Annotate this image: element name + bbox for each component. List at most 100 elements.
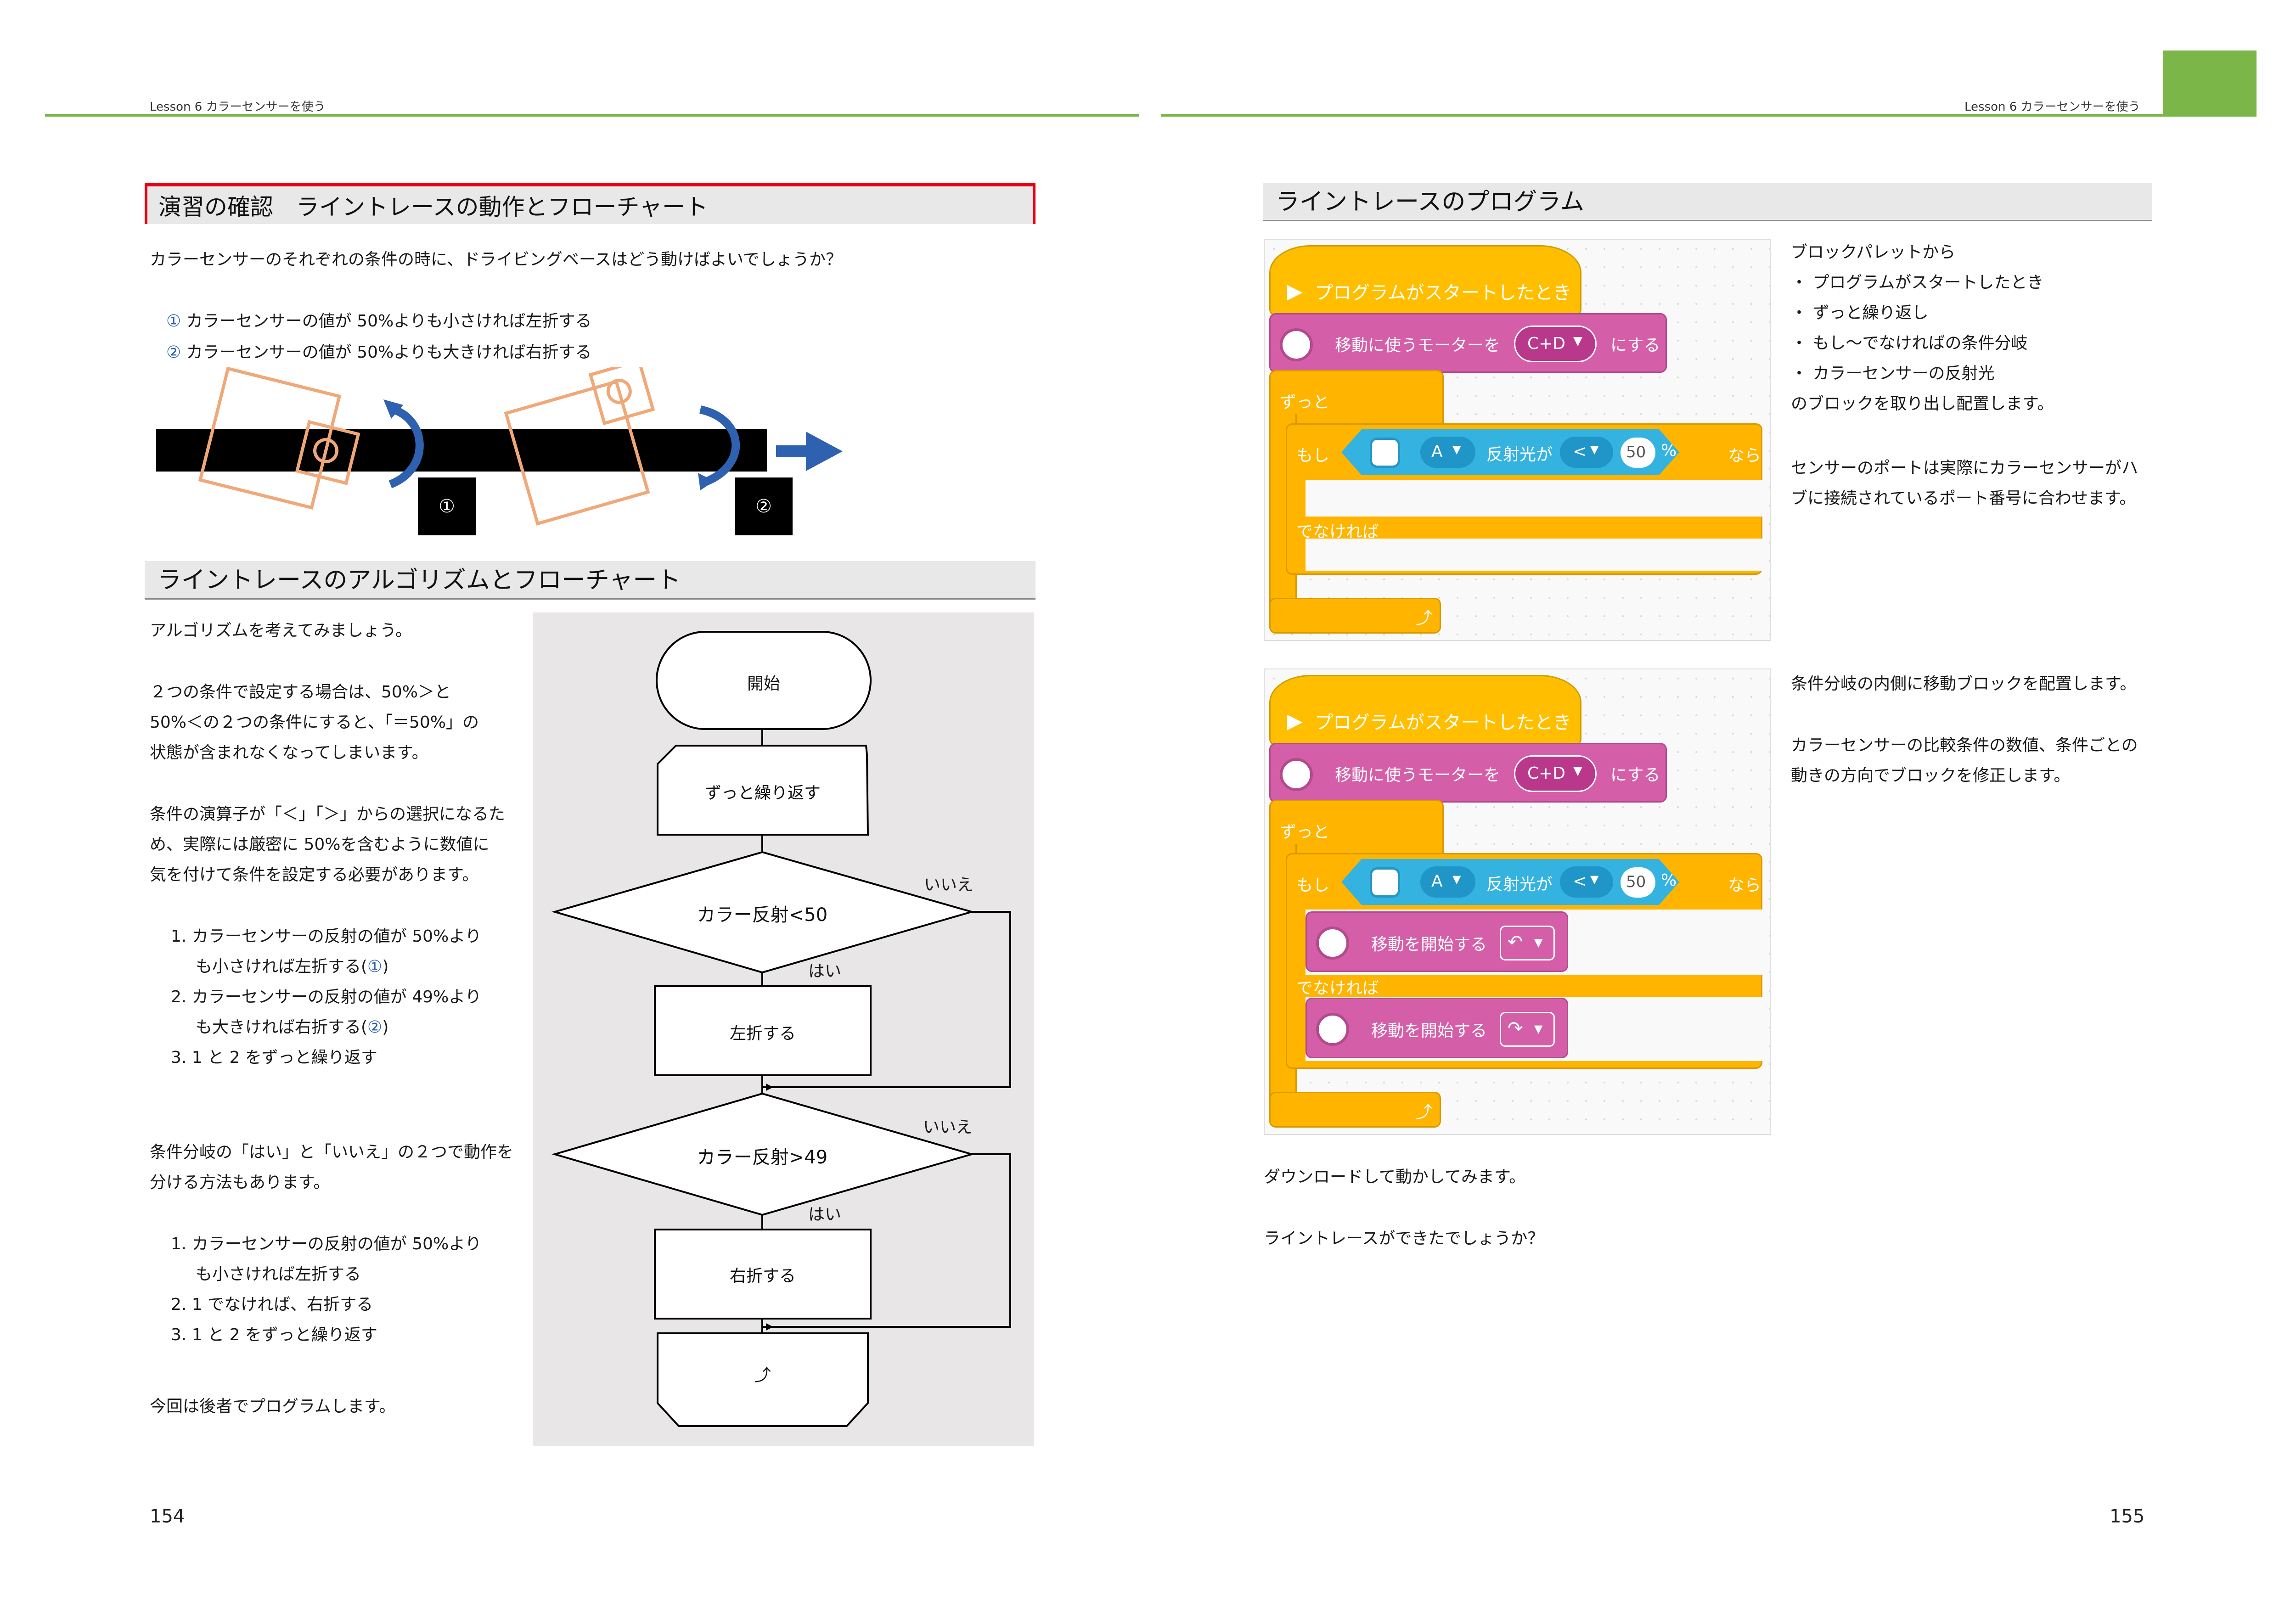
header-left: Lesson 6 カラーセンサーを使う (0, 0, 1148, 119)
when-program-starts-block[interactable]: ▶ プログラムがスタートしたとき (1269, 245, 1581, 316)
when-program-starts-label-2: プログラムがスタートしたとき (1315, 712, 1571, 733)
reflect-label: 反射光が (1486, 445, 1553, 464)
list1-item1b-pre: も小さければ左折する( (196, 957, 368, 976)
algo-p2-l2: 50%＜の２つの条件にすると、「＝50%」の (150, 713, 479, 732)
forever-label: ずっと (1280, 393, 1330, 412)
turn-right-direction-dropdown[interactable]: ↷ ▼ (1500, 1012, 1555, 1047)
fc-end-shape (657, 1332, 869, 1427)
forever-bottom: ⤴ (1269, 598, 1441, 634)
left-turn-arrow-icon (388, 404, 424, 489)
lesson-header-left: Lesson 6 カラーセンサーを使う (150, 100, 326, 114)
start-move-right-block[interactable]: 移動を開始する ↷ ▼ (1306, 998, 1568, 1058)
color-sensor-icon (1370, 867, 1400, 898)
chevron-down-icon: ▼ (1573, 334, 1582, 348)
fc-start-shape (656, 631, 872, 730)
list2-item1b: も小さければ左折する (196, 1265, 361, 1284)
start-move-right-label: 移動を開始する (1371, 1022, 1487, 1040)
start-move-left-block[interactable]: 移動を開始する ↶ ▼ (1306, 911, 1568, 972)
list1-item2a: 2. カラーセンサーの反射の値が 49%より (171, 988, 482, 1006)
fc-right-turn: 右折する (729, 1267, 796, 1286)
turn-left-direction-dropdown[interactable]: ↶ ▼ (1500, 926, 1555, 960)
algo-p4-l2: 分ける方法もあります。 (150, 1173, 330, 1192)
motor-icon (1316, 1013, 1349, 1046)
forever-label-2: ずっと (1280, 823, 1330, 842)
list1-item2b-post: ) (382, 1018, 389, 1037)
motor-port-dropdown-2[interactable]: C+D ▼ (1514, 755, 1597, 792)
motor-icon (1280, 328, 1313, 361)
program-board-2: ▶ プログラムがスタートしたとき 移動に使うモーターを C+D ▼ にする ずっ… (1264, 668, 1771, 1135)
robot-2 (504, 367, 655, 526)
diagram-label-1: ① (439, 496, 455, 517)
play-icon: ▶ (1287, 280, 1303, 303)
threshold-value-2: 50 (1626, 873, 1646, 891)
algo-p2-l3: 状態が含まれなくなってしまいます。 (150, 743, 428, 762)
operator-dropdown[interactable]: < ▼ (1560, 437, 1613, 468)
forever-block[interactable]: ずっと (1269, 370, 1444, 424)
list1-item3: 3. 1 と 2 をずっと繰り返す (171, 1048, 377, 1067)
list2-item3: 3. 1 と 2 をずっと繰り返す (171, 1325, 377, 1344)
else-label: でなければ (1296, 522, 1379, 541)
desc6: ライントレースができたでしょうか？ (1264, 1229, 1544, 1248)
fc-left-turn-shape (654, 985, 872, 1076)
forward-arrow-icon (776, 432, 843, 471)
right-turn-arrow-icon (699, 405, 740, 485)
exercise-title: 演習の確認 ライントレースの動作とフローチャート (158, 194, 708, 220)
program-section-title: ライントレースのプログラム (1263, 183, 2152, 221)
if-else-block[interactable]: もし A ▼ 反射光が < ▼ 50 % なら でなければ (1286, 423, 1763, 575)
fc-decision-1: カラー反射<50 (697, 904, 828, 926)
desc3: 条件分岐の内側に移動ブロックを配置します。 (1791, 674, 2137, 693)
exercise-title-box: 演習の確認 ライントレースの動作とフローチャート (145, 183, 1035, 224)
motor-pre-label-2: 移動に使うモーターを (1335, 766, 1501, 785)
algo-p5: 今回は後者でプログラムします。 (150, 1397, 396, 1416)
list1-item1b-mark: ① (367, 957, 383, 976)
sensor-port-dropdown-2[interactable]: A ▼ (1420, 866, 1475, 898)
percent-label: % (1661, 441, 1677, 460)
question-text: カラーセンサーのそれぞれの条件の時に、ドライビングベースはどう動けばよいでしょう… (150, 250, 843, 269)
chevron-down-icon: ▼ (1573, 764, 1582, 778)
line-trace-diagram (156, 367, 843, 535)
start-move-left-label: 移動を開始する (1371, 935, 1487, 954)
robot-1 (198, 367, 360, 510)
lesson-header-right: Lesson 6 カラーセンサーを使う (1964, 100, 2140, 114)
desc1-l2: ・ プログラムがスタートしたとき (1791, 273, 2044, 292)
threshold-input-2[interactable]: 50 (1621, 867, 1655, 898)
desc1-l3: ・ ずっと繰り返し (1791, 303, 1929, 322)
forever-block-2[interactable]: ずっと (1269, 800, 1444, 854)
desc4-l1: カラーセンサーの比較条件の数値、条件ごとの (1791, 736, 2138, 755)
fc-loop: ずっと繰り返す (704, 784, 821, 803)
list1-item1b: も小さければ左折する(①) (196, 951, 388, 983)
if-label: もし (1296, 446, 1330, 465)
if-slot (1306, 480, 1763, 517)
diagram-label-2: ② (755, 496, 772, 517)
when-program-starts-block-2[interactable]: ▶ プログラムがスタートしたとき (1269, 675, 1581, 746)
chapter-tab (2163, 51, 2257, 117)
reflect-label-2: 反射光が (1486, 875, 1553, 894)
if-else-block-2[interactable]: もし A ▼ 反射光が < ▼ 50 % なら 移動を開始する ↶ ▼ (1286, 853, 1763, 1069)
fc-left-turn: 左折する (729, 1024, 796, 1043)
desc2-l2: ブに接続されているポート番号に合わせます。 (1791, 489, 2136, 508)
reflected-light-compare-block-2[interactable]: A ▼ 反射光が < ▼ 50 % (1341, 859, 1679, 905)
else-label-2: でなければ (1296, 979, 1379, 998)
set-movement-motors-block-2[interactable]: 移動に使うモーターを C+D ▼ にする (1269, 743, 1667, 803)
sensor-port-dropdown[interactable]: A ▼ (1420, 437, 1475, 468)
program-board-1: ▶ プログラムがスタートしたとき 移動に使うモーターを C+D ▼ にする ずっ… (1264, 239, 1771, 641)
percent-label-2: % (1661, 871, 1677, 890)
chevron-down-icon: ▼ (1590, 443, 1599, 456)
operator-dropdown-2[interactable]: < ▼ (1560, 866, 1613, 898)
header-rule-left (45, 114, 1139, 117)
chevron-down-icon: ▼ (1452, 443, 1461, 456)
desc1-l5: ・ カラーセンサーの反射光 (1791, 364, 1995, 383)
list1-item1b-post: ) (382, 957, 389, 976)
chevron-down-icon: ▼ (1452, 873, 1461, 886)
motor-port-dropdown[interactable]: C+D ▼ (1514, 326, 1597, 362)
condition-1-text: カラーセンサーの値が 50%よりも小さければ左折する (181, 312, 592, 331)
reflected-light-compare-block[interactable]: A ▼ 反射光が < ▼ 50 % (1341, 429, 1679, 475)
threshold-input[interactable]: 50 (1621, 438, 1655, 468)
loop-arrow-icon: ⤴ (1416, 1103, 1433, 1122)
fc-loop-shape (657, 745, 869, 836)
list2-item2: 2. 1 でなければ、右折する (171, 1295, 373, 1314)
set-movement-motors-block[interactable]: 移動に使うモーターを C+D ▼ にする (1269, 313, 1667, 373)
motor-post-label-2: にする (1610, 766, 1660, 785)
list1-item2b-mark: ② (367, 1018, 383, 1037)
page-number-left: 154 (150, 1506, 185, 1527)
